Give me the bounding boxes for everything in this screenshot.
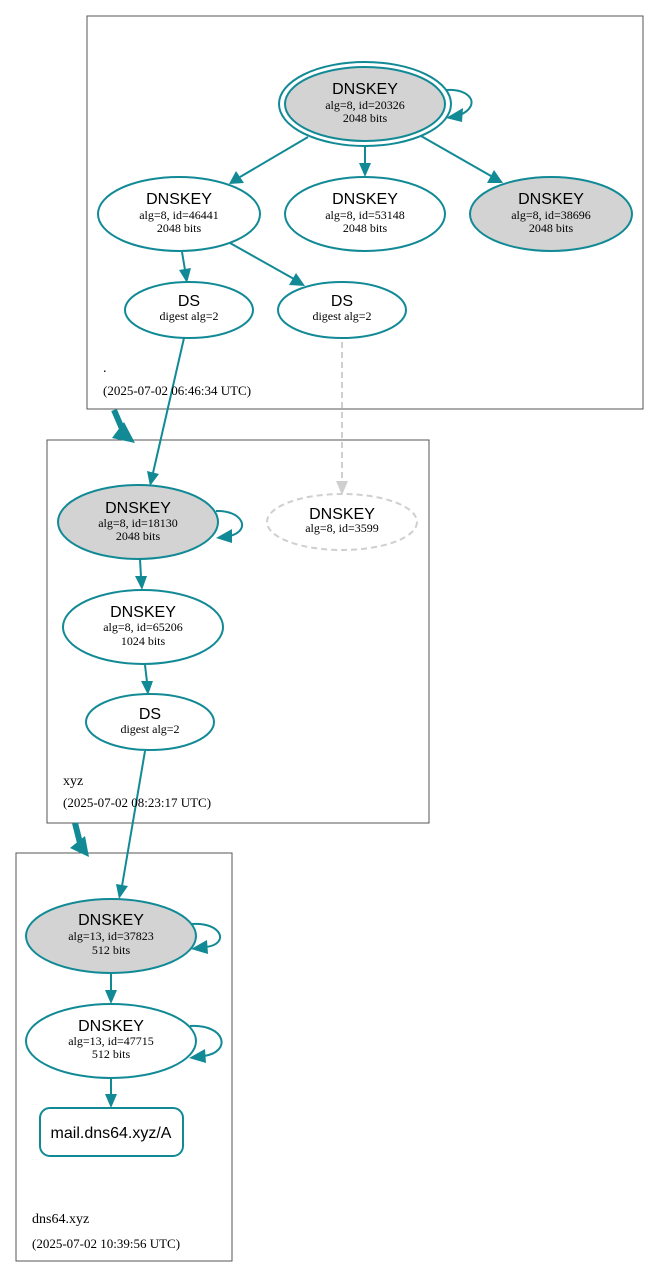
node-key-info: alg=8, id=3599 xyxy=(305,521,379,535)
node-title: DNSKEY xyxy=(146,191,212,208)
edge-xyz-zsk-ds xyxy=(141,664,153,695)
node-digest: digest alg=2 xyxy=(159,309,218,323)
node-xyz-ds[interactable]: DS digest alg=2 xyxy=(85,693,215,751)
zone-box-xyz xyxy=(46,439,430,824)
node-title: DNSKEY xyxy=(78,1018,144,1035)
node-title: DNSKEY xyxy=(78,912,144,929)
node-key-info: alg=8, id=20326 xyxy=(325,98,405,112)
node-dns64-dnskey-47715[interactable]: DNSKEY alg=13, id=47715 512 bits xyxy=(25,1003,197,1079)
edge-dns64-zsk-rrset xyxy=(105,1078,117,1108)
zone-name-xyz: xyz xyxy=(63,774,83,789)
node-key-size: 512 bits xyxy=(92,1047,131,1061)
rrset-label: mail.dns64.xyz/A xyxy=(51,1125,172,1142)
node-title: DNSKEY xyxy=(110,604,176,621)
node-title: DNSKEY xyxy=(332,191,398,208)
delegation-arrow-root-xyz xyxy=(111,408,135,443)
node-root-ksk-20326[interactable]: DNSKEY alg=8, id=20326 2048 bits xyxy=(278,61,452,147)
zone-name-dns64: dns64.xyz xyxy=(32,1212,89,1227)
node-rrset-mail-a[interactable]: mail.dns64.xyz/A xyxy=(39,1107,184,1157)
edge-root-ds2-xyz-missing xyxy=(336,342,348,495)
node-key-info: alg=8, id=46441 xyxy=(139,208,219,222)
edge-root-ds1-xyz-ksk xyxy=(147,337,185,486)
node-root-dnskey-53148[interactable]: DNSKEY alg=8, id=53148 2048 bits xyxy=(284,176,446,252)
zone-timestamp-xyz: (2025-07-02 08:23:17 UTC) xyxy=(63,795,211,810)
node-title: DS xyxy=(139,706,161,723)
node-key-size: 512 bits xyxy=(92,943,131,957)
edge-xyz-ksk-self xyxy=(215,509,243,543)
node-xyz-dnskey-65206[interactable]: DNSKEY alg=8, id=65206 1024 bits xyxy=(62,589,224,665)
node-key-info: alg=8, id=38696 xyxy=(511,208,591,222)
zone-timestamp-root: (2025-07-02 06:46:34 UTC) xyxy=(103,383,251,398)
node-key-info: alg=8, id=65206 xyxy=(103,620,183,634)
node-root-ds-1[interactable]: DS digest alg=2 xyxy=(124,281,254,339)
node-key-size: 2048 bits xyxy=(157,221,202,235)
node-title: DNSKEY xyxy=(105,500,171,517)
node-key-size: 2048 bits xyxy=(529,221,574,235)
node-digest: digest alg=2 xyxy=(120,722,179,736)
node-key-size: 2048 bits xyxy=(116,529,161,543)
node-key-size: 2048 bits xyxy=(343,221,388,235)
node-key-info: alg=8, id=53148 xyxy=(325,208,405,222)
node-root-ds-2[interactable]: DS digest alg=2 xyxy=(277,281,407,339)
node-root-dnskey-46441[interactable]: DNSKEY alg=8, id=46441 2048 bits xyxy=(97,176,261,252)
node-xyz-ksk-18130[interactable]: DNSKEY alg=8, id=18130 2048 bits xyxy=(57,484,219,560)
edge-root-ksk-self xyxy=(445,88,473,122)
node-key-info: alg=8, id=18130 xyxy=(98,516,178,530)
edge-root-ksk-zsk1 xyxy=(229,136,309,184)
node-key-info: alg=13, id=37823 xyxy=(68,929,154,943)
node-xyz-missing-dnskey-3599[interactable]: DNSKEY alg=8, id=3599 xyxy=(266,493,418,551)
zone-timestamp-dns64: (2025-07-02 10:39:56 UTC) xyxy=(32,1236,180,1251)
edge-root-zsk1-ds1 xyxy=(179,251,191,283)
node-title: DS xyxy=(331,293,353,310)
node-title: DNSKEY xyxy=(332,81,398,98)
zone-box-root xyxy=(86,15,644,410)
edge-root-ksk-key3 xyxy=(420,135,503,183)
edge-root-zsk1-ds2 xyxy=(229,242,305,286)
node-digest: digest alg=2 xyxy=(312,309,371,323)
node-key-size: 2048 bits xyxy=(343,111,388,125)
node-key-info: alg=13, id=47715 xyxy=(68,1034,154,1048)
zone-name-root: . xyxy=(103,361,107,376)
node-title: DNSKEY xyxy=(309,506,375,523)
edge-dns64-ksk-self xyxy=(191,922,221,954)
node-title: DS xyxy=(178,293,200,310)
edge-xyz-ksk-zsk xyxy=(135,558,147,590)
zone-box-dns64 xyxy=(15,852,233,1262)
edge-dns64-zsk-self xyxy=(189,1024,223,1063)
node-dns64-ksk-37823[interactable]: DNSKEY alg=13, id=37823 512 bits xyxy=(25,898,197,974)
edge-xyz-ds-dns64-ksk xyxy=(116,750,146,899)
node-key-size: 1024 bits xyxy=(121,634,166,648)
node-title: DNSKEY xyxy=(518,191,584,208)
node-root-dnskey-38696[interactable]: DNSKEY alg=8, id=38696 2048 bits xyxy=(469,176,633,252)
edge-root-ksk-zsk2 xyxy=(359,147,371,177)
delegation-arrow-xyz-dns64 xyxy=(70,822,89,857)
edge-dns64-ksk-zsk xyxy=(105,974,117,1004)
